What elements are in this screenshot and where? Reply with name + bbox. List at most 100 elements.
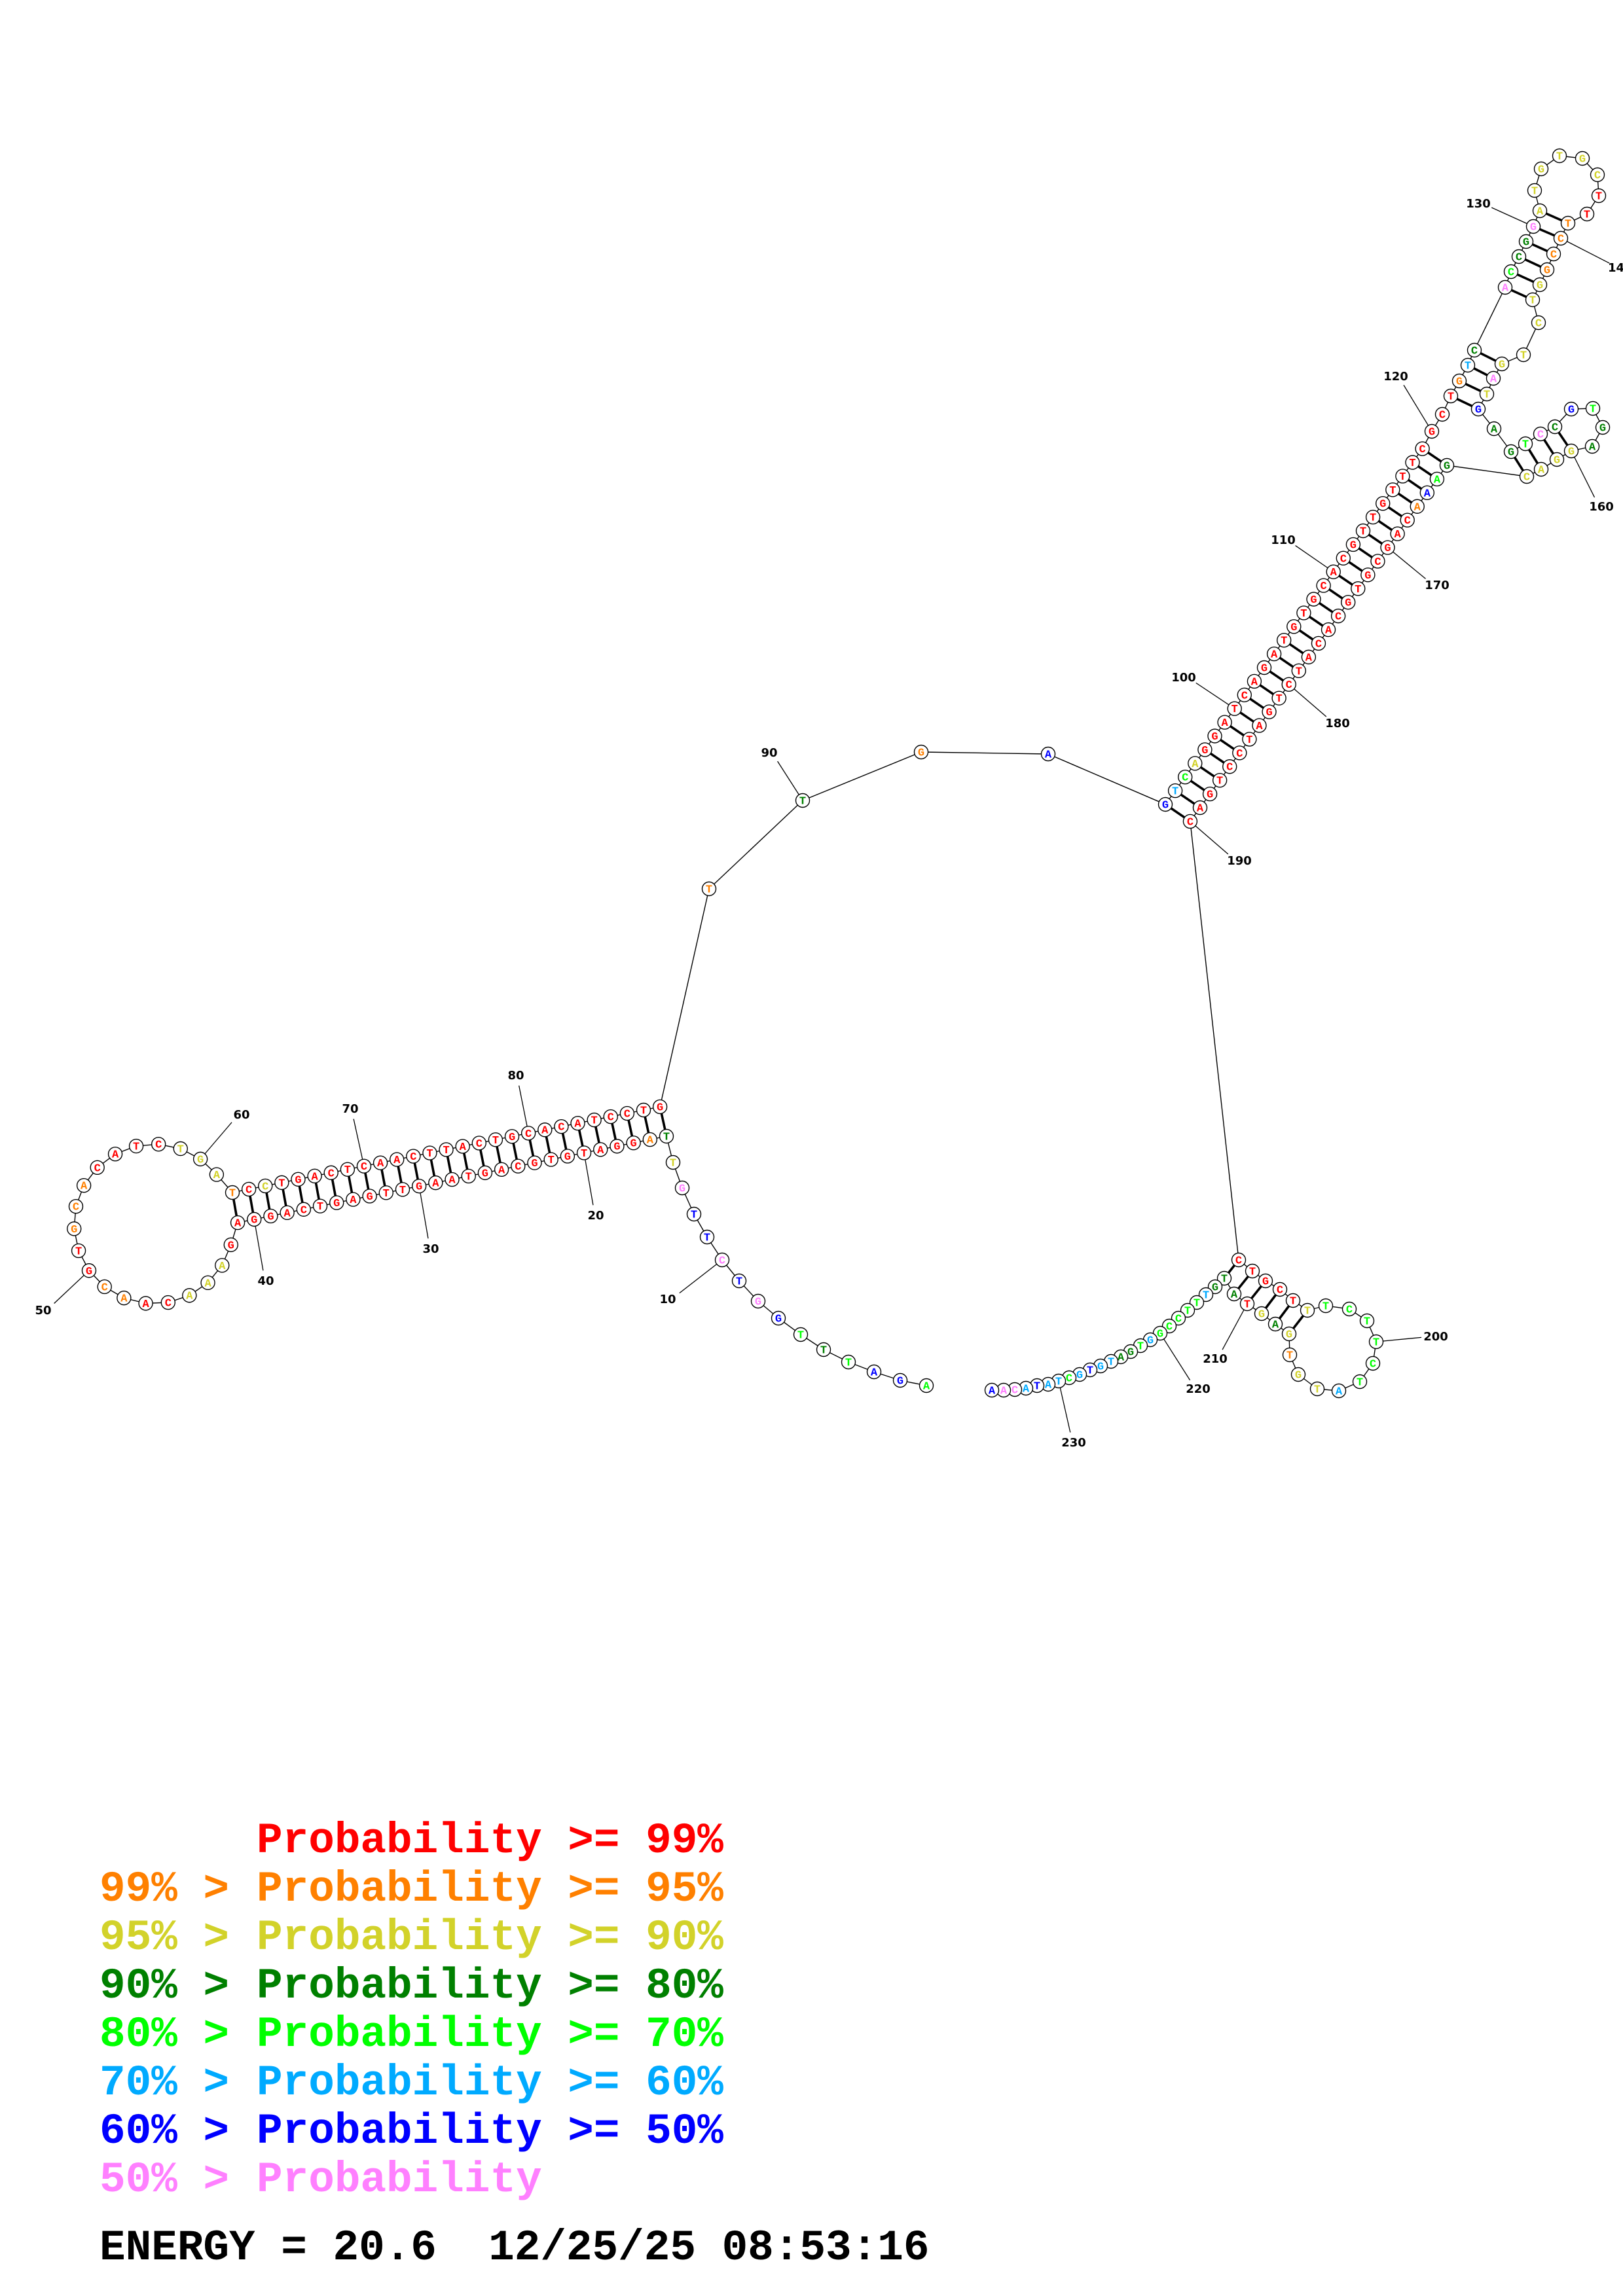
nucleotide: A: [1331, 1383, 1347, 1399]
nucleotide-letter: A: [1231, 1289, 1238, 1302]
nucleotide-letter: G: [613, 1141, 620, 1154]
legend-text: Probability >= 99%: [257, 1816, 723, 1865]
nucleotide-letter: G: [1530, 222, 1537, 234]
nucleotide-letter: T: [383, 1188, 390, 1200]
nucleotide: A: [117, 1290, 132, 1306]
nucleotide-circle: [461, 1168, 476, 1184]
nucleotide-circle: [659, 1128, 674, 1144]
nucleotide-circle: [1341, 1301, 1357, 1317]
nucleotide-circle: [1306, 592, 1321, 607]
nucleotide: G: [1595, 420, 1611, 435]
nucleotide-circle: [603, 1109, 618, 1124]
nucleotide-circle: [984, 1382, 1000, 1398]
nucleotide: C: [1511, 249, 1527, 264]
nucleotide-letter: T: [426, 1148, 433, 1160]
nucleotide: T: [1579, 206, 1595, 222]
nucleotide-circle: [230, 1215, 246, 1230]
nucleotide-circle: [1256, 660, 1272, 675]
nucleotide-letter: C: [1558, 234, 1564, 246]
nucleotide-circle: [182, 1288, 197, 1303]
nucleotide-letter: T: [75, 1246, 82, 1258]
nucleotide-circle: [1443, 388, 1459, 404]
nucleotide: C: [603, 1109, 618, 1124]
nucleotide-letter: A: [1192, 759, 1199, 771]
nucleotide: T: [686, 1206, 702, 1222]
label-leader-line: [253, 1219, 264, 1271]
nucleotide-letter: T: [1276, 693, 1283, 706]
position-label: 180: [1325, 717, 1350, 730]
nucleotide-circle: [173, 1141, 188, 1157]
nucleotide: T: [1395, 469, 1410, 484]
nucleotide-circle: [1271, 691, 1286, 706]
nucleotide-circle: [1533, 426, 1548, 442]
nucleotide-circle: [1532, 277, 1548, 293]
legend-text: Probability >= 70%: [257, 2010, 723, 2059]
nucleotide-circle: [151, 1137, 166, 1152]
nucleotide-letter: T: [1296, 666, 1302, 678]
nucleotide-circle: [1311, 636, 1326, 651]
nucleotide-letter: T: [1055, 1376, 1062, 1389]
nucleotide-letter: G: [918, 747, 924, 760]
nucleotide-circle: [1272, 1282, 1288, 1297]
nucleotide: G: [771, 1310, 786, 1326]
nucleotide-letter: T: [317, 1201, 323, 1213]
nucleotide: A: [642, 1132, 658, 1147]
nucleotide-letter: C: [1320, 581, 1326, 593]
nucleotide-circle: [1439, 457, 1455, 473]
nucleotide-letter: A: [1330, 567, 1338, 579]
nucleotide-circle: [488, 1132, 503, 1147]
nucleotide: T: [1351, 581, 1366, 596]
nucleotide-circle: [428, 1175, 443, 1191]
nucleotide: G: [1262, 704, 1277, 719]
nucleotide-circle: [520, 1126, 536, 1141]
nucleotide-circle: [1460, 357, 1476, 373]
nucleotide-circle: [587, 1112, 602, 1128]
label-leader-line: [1560, 238, 1610, 264]
backbone-link: [659, 888, 710, 1107]
nucleotide-circle: [1503, 264, 1519, 279]
nucleotide: C: [1330, 608, 1346, 624]
nucleotide-letter: G: [1379, 499, 1386, 511]
nucleotide: A: [76, 1177, 92, 1193]
nucleotide-letter: T: [229, 1188, 236, 1200]
nucleotide: T: [274, 1175, 289, 1190]
nucleotide: C: [1400, 512, 1415, 528]
nucleotide-letter: T: [1584, 209, 1590, 222]
nucleotide: G: [1197, 742, 1213, 757]
nucleotide-letter: T: [591, 1115, 598, 1128]
nucleotide-circle: [247, 1211, 262, 1227]
nucleotide: T: [1300, 1302, 1315, 1318]
nucleotide-circle: [1359, 1313, 1375, 1329]
position-labels: 1020304050607080901001101201301401601701…: [35, 197, 1623, 1450]
nucleotide-circle: [1525, 292, 1541, 308]
nucleotide-circle: [1242, 732, 1257, 747]
nucleotide: A: [230, 1215, 246, 1230]
nucleotide: G: [1424, 423, 1440, 439]
legend-text: Probability >= 80%: [257, 1962, 723, 2011]
nucleotide: C: [1237, 687, 1252, 702]
nucleotide-letter: A: [1118, 1352, 1125, 1365]
nucleotide-letter: A: [1424, 488, 1431, 500]
nucleotide-circle: [1232, 745, 1247, 761]
nucleotide-letter: C: [1508, 267, 1514, 279]
nucleotide-letter: C: [1404, 515, 1411, 528]
legend-row-70: 80% > Probability >= 70%: [100, 2009, 723, 2060]
nucleotide: A: [1429, 471, 1445, 486]
nucleotide-circle: [1451, 373, 1467, 389]
nucleotide-letter: G: [1266, 707, 1272, 719]
nucleotide-letter: T: [1556, 151, 1563, 164]
nucleotide-letter: T: [443, 1145, 449, 1157]
nucleotide-circle: [1531, 315, 1546, 331]
nucleotide: A: [494, 1162, 509, 1177]
legend-row-50: 60% > Probability >= 50%: [100, 2106, 723, 2157]
nucleotide: T: [1227, 701, 1242, 716]
nucleotide: G: [329, 1195, 344, 1210]
position-label: 220: [1186, 1382, 1211, 1396]
nucleotide-circle: [477, 1165, 493, 1181]
nucleotide-circle: [1525, 219, 1541, 234]
nucleotide-letter: G: [1258, 1309, 1265, 1321]
nucleotide: T: [1552, 148, 1567, 164]
nucleotide-circle: [699, 1229, 715, 1245]
nucleotide-letter: G: [531, 1158, 538, 1170]
nucleotide-letter: C: [410, 1151, 416, 1164]
